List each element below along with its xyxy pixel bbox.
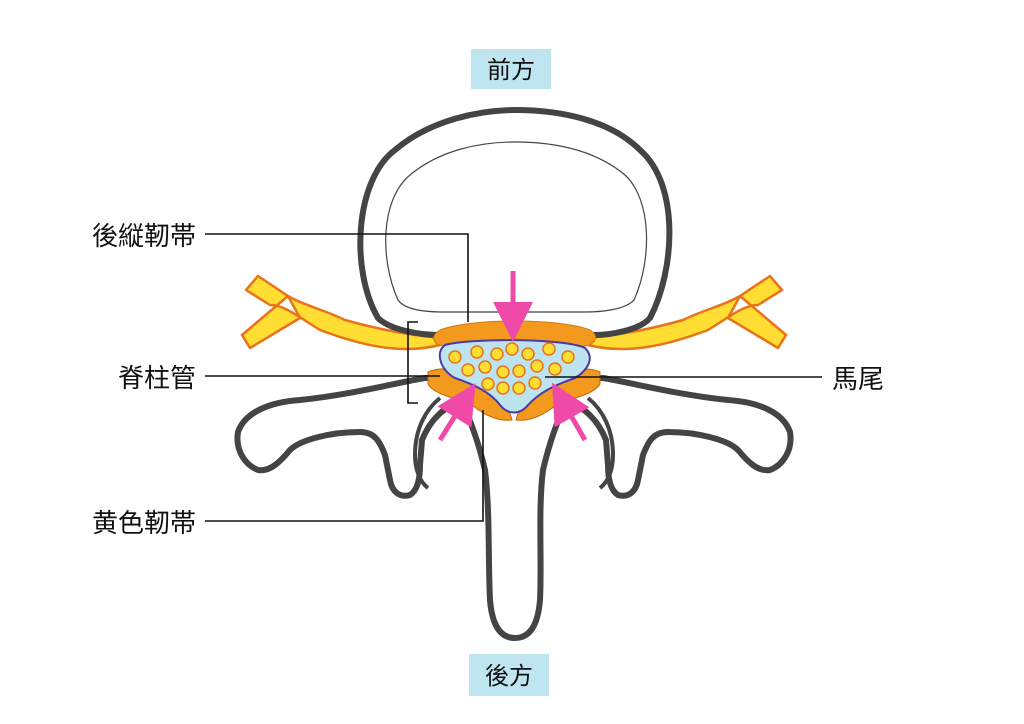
- posterior-direction-label: 後方: [469, 654, 549, 696]
- cauda-equina-fiber: [505, 342, 519, 356]
- spinal-canal-bracket: [407, 321, 418, 404]
- cauda-equina-fiber: [448, 350, 462, 364]
- cauda-equina-fiber: [478, 360, 492, 374]
- cauda-equina-fiber: [521, 347, 535, 361]
- nerve-roots: [240, 274, 788, 351]
- cauda-equina: [448, 342, 575, 395]
- cauda-equina-fiber: [528, 376, 542, 390]
- anterior-direction-label: 前方: [471, 49, 551, 89]
- cauda-equina-fiber: [561, 350, 575, 364]
- posterior-label-box: [469, 654, 549, 696]
- left-nerve-root: [240, 274, 442, 351]
- label-posterior-longitudinal-ligament: 後縦靭帯: [92, 222, 196, 252]
- cauda-equina-fiber: [530, 359, 544, 373]
- right-nerve-root: [586, 274, 788, 351]
- posterior-label-text: 後方: [485, 662, 533, 690]
- cauda-equina-fiber: [461, 363, 475, 377]
- compression-arrows: [437, 271, 590, 442]
- left-facet-inner-line: [412, 396, 442, 490]
- cauda-equina-fiber: [542, 342, 556, 356]
- cauda-equina-fiber: [496, 381, 510, 395]
- leader-line-ligamentum-flavum: [205, 410, 484, 522]
- label-spinal-canal: 脊柱管: [118, 364, 196, 394]
- cauda-equina-fiber: [496, 365, 510, 379]
- vertebral-body-inner: [385, 141, 648, 313]
- vertebral-body: [357, 107, 673, 338]
- right-facet-inner-line: [586, 396, 616, 490]
- cauda-equina-fiber: [512, 381, 526, 395]
- vertebral-body-outer: [357, 107, 673, 338]
- cauda-equina-fiber: [512, 364, 526, 378]
- anterior-label-text: 前方: [487, 56, 535, 84]
- anterior-label-box: [471, 49, 551, 89]
- cauda-equina-fiber: [470, 345, 484, 359]
- leader-lines: [205, 233, 822, 522]
- cauda-equina-fiber: [548, 362, 562, 376]
- compression-arrow-icon: [437, 383, 476, 442]
- cauda-equina-fiber: [490, 347, 504, 361]
- label-cauda-equina: 馬尾: [832, 365, 884, 395]
- vertebral-arch: [234, 375, 794, 641]
- compression-arrow-icon: [552, 382, 590, 442]
- leader-line-posterior-longitudinal-ligament: [205, 233, 469, 322]
- label-ligamentum-flavum: 黄色靭帯: [92, 509, 196, 539]
- vertebral-arch-outline: [234, 375, 794, 641]
- cauda-equina-fiber: [481, 377, 495, 391]
